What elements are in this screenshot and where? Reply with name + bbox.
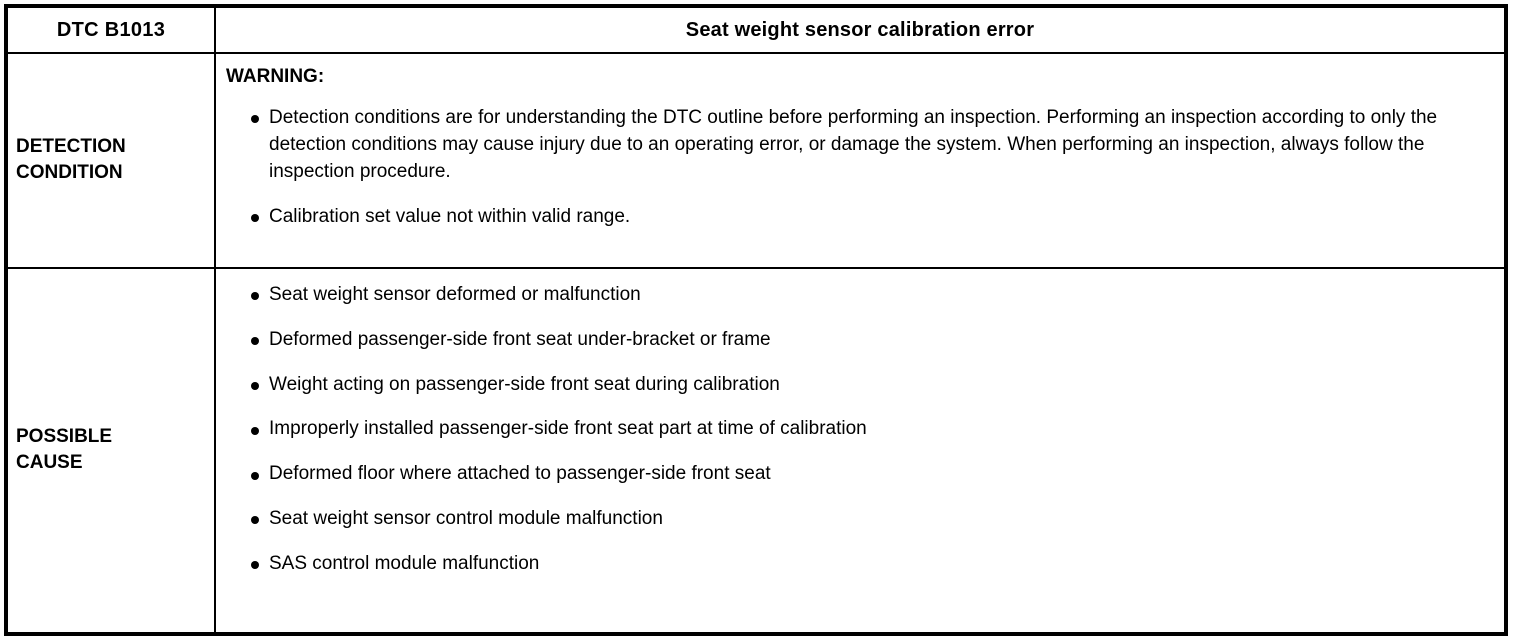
- possible-cause-row: POSSIBLE CAUSE Seat weight sensor deform…: [6, 267, 1506, 634]
- bullet-dot-icon: [251, 213, 259, 222]
- detection-condition-bullet-list: Detection conditions are for understandi…: [226, 105, 1490, 231]
- bullet-dot-icon: [251, 291, 259, 300]
- list-item-text: Weight acting on passenger-side front se…: [269, 373, 780, 395]
- possible-cause-label-cell: POSSIBLE CAUSE: [6, 267, 216, 634]
- warning-heading: WARNING:: [226, 66, 325, 87]
- table-header-row: DTC B1013 Seat weight sensor calibration…: [6, 6, 1506, 54]
- bullet-dot-icon: [251, 426, 259, 435]
- list-item: Deformed passenger-side front seat under…: [226, 327, 1490, 354]
- dtc-title-cell: Seat weight sensor calibration error: [215, 6, 1506, 54]
- detection-condition-label: DETECTION CONDITION: [16, 136, 126, 184]
- dtc-table: DTC B1013 Seat weight sensor calibration…: [4, 4, 1508, 636]
- list-item-text: Deformed floor where attached to passeng…: [269, 463, 771, 485]
- detection-condition-body-cell: WARNING: Detection conditions are for un…: [215, 53, 1506, 269]
- possible-cause-label: POSSIBLE CAUSE: [16, 426, 113, 474]
- list-item: Weight acting on passenger-side front se…: [226, 372, 1490, 399]
- detection-condition-label-cell: DETECTION CONDITION: [6, 53, 216, 269]
- bullet-dot-icon: [251, 471, 259, 480]
- detection-condition-row: DETECTION CONDITION WARNING: Detection c…: [6, 53, 1506, 269]
- dtc-code-cell: DTC B1013: [6, 6, 216, 54]
- dtc-code-text: DTC B1013: [56, 18, 166, 41]
- list-item-text: Improperly installed passenger-side fron…: [269, 418, 867, 440]
- list-item-text: SAS control module malfunction: [269, 553, 540, 575]
- bullet-dot-icon: [251, 381, 259, 390]
- list-item-text: Detection conditions are for understandi…: [269, 106, 1438, 182]
- list-item: SAS control module malfunction: [226, 551, 1490, 578]
- dtc-title-text: Seat weight sensor calibration error: [685, 18, 1035, 41]
- bullet-dot-icon: [251, 516, 259, 525]
- bullet-dot-icon: [251, 561, 259, 570]
- list-item-text: Seat weight sensor control module malfun…: [269, 508, 663, 530]
- possible-cause-bullet-list: Seat weight sensor deformed or malfuncti…: [226, 282, 1490, 579]
- list-item: Detection conditions are for understandi…: [226, 105, 1490, 186]
- list-item: Calibration set value not within valid r…: [226, 204, 1490, 231]
- list-item-text: Calibration set value not within valid r…: [269, 205, 631, 227]
- bullet-dot-icon: [251, 336, 259, 345]
- list-item-text: Deformed passenger-side front seat under…: [269, 328, 771, 350]
- bullet-dot-icon: [251, 114, 259, 123]
- list-item-text: Seat weight sensor deformed or malfuncti…: [269, 283, 641, 305]
- list-item: Deformed floor where attached to passeng…: [226, 461, 1490, 488]
- list-item: Seat weight sensor control module malfun…: [226, 506, 1490, 533]
- possible-cause-body-cell: Seat weight sensor deformed or malfuncti…: [215, 267, 1506, 634]
- list-item: Improperly installed passenger-side fron…: [226, 416, 1490, 443]
- list-item: Seat weight sensor deformed or malfuncti…: [226, 282, 1490, 309]
